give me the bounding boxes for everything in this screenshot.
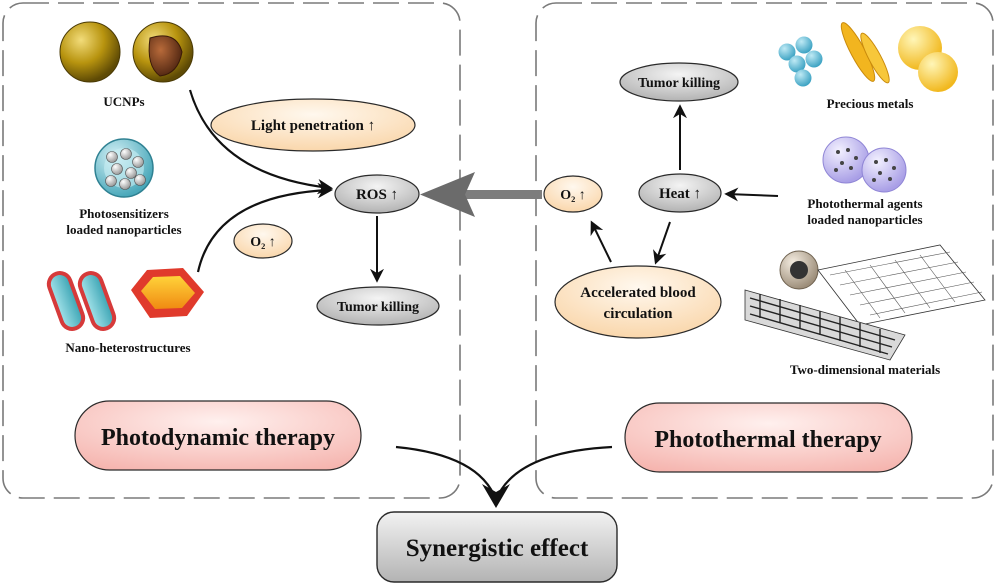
synergy-arrowhead <box>482 484 510 508</box>
ros-node <box>334 174 420 214</box>
tumor-killing-label-left: Tumor killing <box>337 300 419 315</box>
photodynamic-therapy-label: Photodynamic therapy <box>101 425 335 451</box>
hetero-to-ros-arrow <box>196 182 334 273</box>
photosensitizers-label-line2: loaded nanoparticles <box>66 222 181 237</box>
blood-circulation-node <box>554 265 722 339</box>
ucnps-label: UCNPs <box>103 94 144 109</box>
synergistic-effect-node <box>376 511 618 583</box>
photothermal-therapy-node <box>624 402 913 473</box>
heat-to-blood-arrow <box>653 221 671 265</box>
heat-node <box>638 173 722 213</box>
tumor-killing-node-right <box>619 62 739 102</box>
left-panel-frame <box>2 2 461 499</box>
light-penetration-node <box>210 98 416 152</box>
o2-node-right <box>543 175 603 213</box>
two-dimensional-materials-label: Two-dimensional materials <box>790 362 940 377</box>
tumor-killing-label-right: Tumor killing <box>638 76 720 91</box>
light-penetration-label: Light penetration ↑ <box>251 118 375 134</box>
big-transfer-arrow <box>420 172 542 217</box>
photothermal-agents-label-line1: Photothermal agents <box>807 196 922 211</box>
pdt-to-synergy-arrow <box>395 445 498 501</box>
blood-circulation-label-line1: Accelerated blood <box>580 285 696 301</box>
photothermal-agents-label-line2: loaded nanoparticles <box>807 212 922 227</box>
photothermal-therapy-label: Photothermal therapy <box>654 427 881 453</box>
photodynamic-therapy-node <box>74 400 362 471</box>
nano-heterostructures-label: Nano-heterostructures <box>65 340 190 355</box>
o2-node-left <box>233 223 293 259</box>
photothermal-nanoparticle-icon <box>822 136 907 193</box>
synergistic-effect-label: Synergistic effect <box>406 535 589 562</box>
o2-label-left: O₂ ↑ <box>250 235 276 250</box>
right-panel-frame <box>535 2 994 499</box>
precious-metals-label: Precious metals <box>827 96 914 111</box>
blood-circulation-label-line2: circulation <box>604 306 674 322</box>
ucnps-icon <box>59 21 194 83</box>
agents-to-heat-arrow <box>724 187 779 202</box>
o2-label-right: O₂ ↑ <box>560 188 586 203</box>
tumor-killing-node-left <box>316 286 440 326</box>
heat-label: Heat ↑ <box>659 186 701 202</box>
ptt-to-synergy-arrow <box>494 445 613 501</box>
photosensitizer-nanoparticle-icon <box>94 138 154 198</box>
blood-to-o2-arrow <box>590 220 612 263</box>
ros-label: ROS ↑ <box>356 187 398 203</box>
nano-heterostructure-icon <box>46 268 204 331</box>
precious-metals-icon <box>778 22 958 92</box>
photosensitizers-label-line1: Photosensitizers <box>79 206 169 221</box>
ucnps-to-ros-arrow <box>188 89 334 195</box>
two-dimensional-materials-icon <box>744 244 986 361</box>
